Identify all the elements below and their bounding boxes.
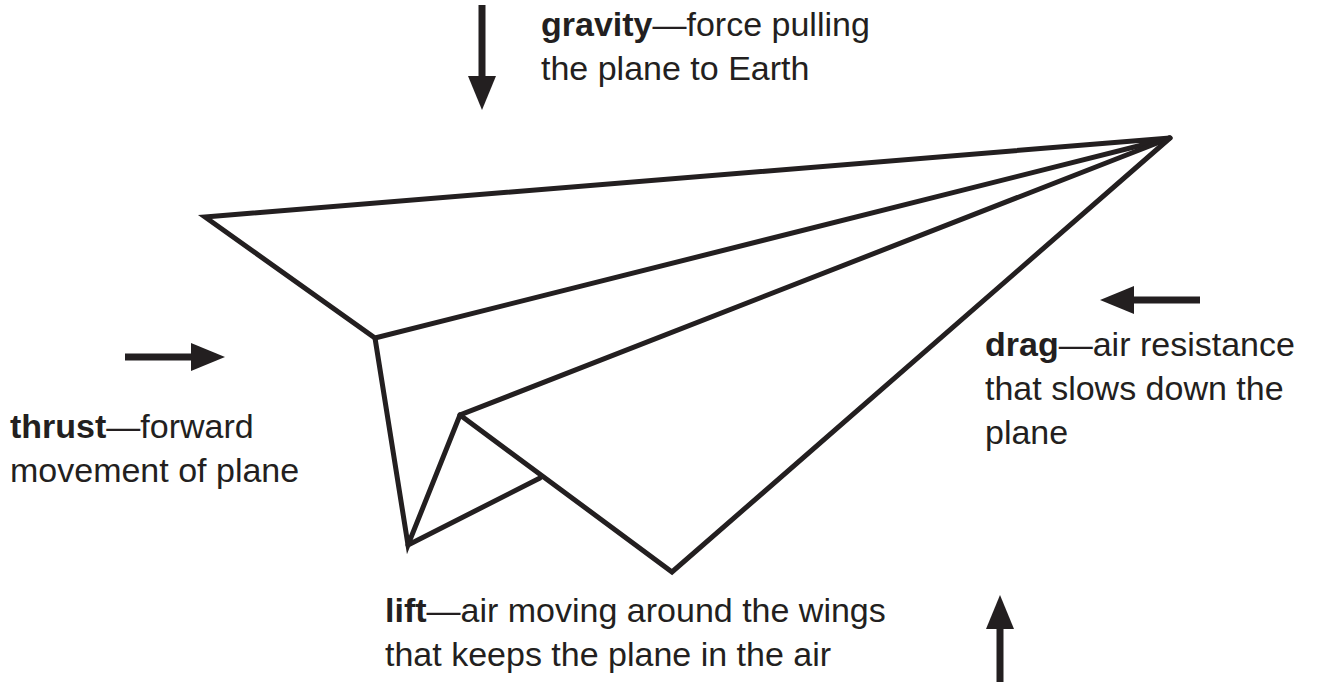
gravity-label: gravity—force pulling the plane to Earth [541,2,901,90]
force-name: gravity [541,5,653,43]
thrust-arrow-head [191,343,225,371]
gravity-arrow-shaft [479,5,486,80]
lift-label: lift—air moving around the wings that ke… [385,588,920,676]
force-name: lift [385,591,427,629]
force-description: —air moving around the wings that keeps … [385,591,886,673]
body-fold [408,478,540,545]
drag-arrow-shaft [1130,297,1200,304]
drag-label: drag—air resistance that slows down the … [985,322,1330,454]
force-name: drag [985,325,1059,363]
thrust-label: thrust—forward movement of plane [10,404,325,492]
thrust-arrow-shaft [125,354,195,361]
lift-arrow-head [986,595,1014,629]
gravity-arrow-head [468,76,496,110]
force-name: thrust [10,407,106,445]
lift-arrow-shaft [997,625,1004,682]
top-wing [205,138,1170,338]
drag-arrow-head [1100,286,1134,314]
